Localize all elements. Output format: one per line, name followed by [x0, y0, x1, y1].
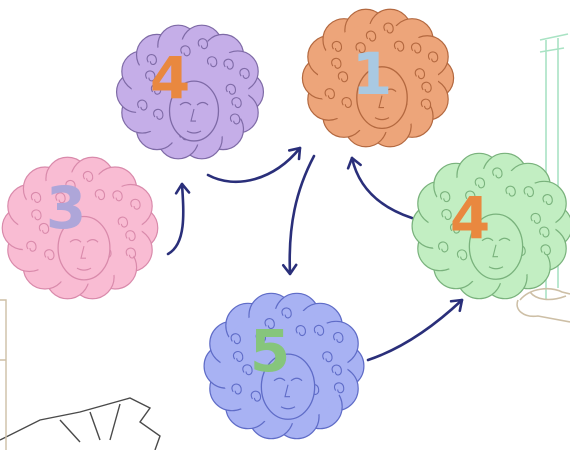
node-right: 4 [411, 152, 570, 300]
decorative-rock-sketch [516, 287, 570, 323]
node-top-left: 4 [115, 24, 265, 160]
medusa-head-icon [301, 8, 455, 148]
arrow-top-left-to-top-right [206, 146, 302, 184]
medusa-head-icon [411, 152, 570, 300]
medusa-head-icon [203, 292, 365, 440]
arrow-left-to-top-left [166, 182, 191, 256]
arrowhead-icon [281, 263, 298, 276]
arrowhead-icon [449, 298, 464, 313]
node-left: 3 [1, 156, 159, 300]
node-number-left: 3 [46, 174, 86, 242]
medusa-head-icon [115, 24, 265, 160]
edges-group [166, 146, 464, 362]
arrowhead-icon [346, 156, 362, 170]
node-number-bottom: 5 [250, 317, 290, 385]
arrow-right-to-top-right [346, 156, 414, 220]
node-top-right: 1 [301, 8, 455, 148]
decorative-column-sketch [539, 33, 569, 300]
node-number-right: 4 [450, 184, 490, 252]
arrow-bottom-to-right [366, 298, 464, 362]
node-number-top-left: 4 [150, 44, 190, 112]
arrowhead-icon [174, 182, 191, 195]
medusa-head-icon [1, 156, 159, 300]
node-bottom: 5 [203, 292, 365, 440]
decorative-stone-sketch [0, 299, 161, 451]
node-number-top-right: 1 [352, 40, 392, 108]
arrowhead-icon [287, 146, 302, 161]
arrow-top-right-to-bottom [281, 154, 316, 276]
